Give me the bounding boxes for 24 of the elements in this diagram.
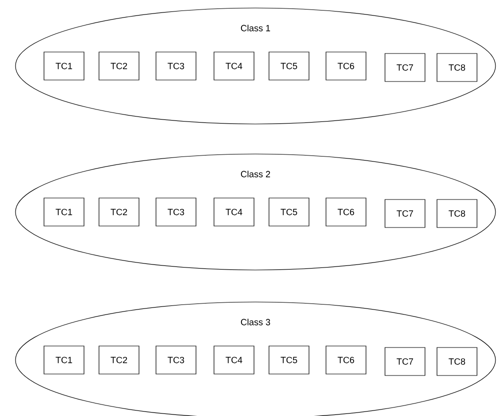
tc-box: TC6	[326, 52, 366, 80]
tc-box: TC8	[436, 199, 478, 228]
tc-box: TC7	[384, 199, 426, 228]
tc-box: TC5	[268, 52, 310, 80]
tc-box: TC6	[326, 346, 366, 374]
tc-box: TC2	[98, 198, 140, 226]
tc-box: TC3	[156, 52, 196, 80]
tc-box: TC3	[156, 198, 196, 226]
tc-box: TC6	[326, 198, 366, 226]
tc-box: TC4	[214, 198, 254, 226]
tc-box: TC5	[268, 346, 310, 374]
tc-box: TC3	[156, 346, 196, 374]
tc-box: TC1	[44, 198, 84, 226]
tc-box: TC1	[44, 346, 84, 374]
tc-box: TC2	[98, 52, 140, 80]
tc-box: TC7	[384, 53, 426, 82]
tc-box: TC4	[214, 346, 254, 374]
tc-box: TC8	[436, 53, 478, 82]
tc-box: TC4	[214, 52, 254, 80]
tc-box: TC8	[436, 347, 478, 376]
tc-box: TC7	[384, 347, 426, 376]
tc-box: TC5	[268, 198, 310, 226]
tc-box: TC1	[44, 52, 84, 80]
tc-box: TC2	[98, 346, 140, 374]
